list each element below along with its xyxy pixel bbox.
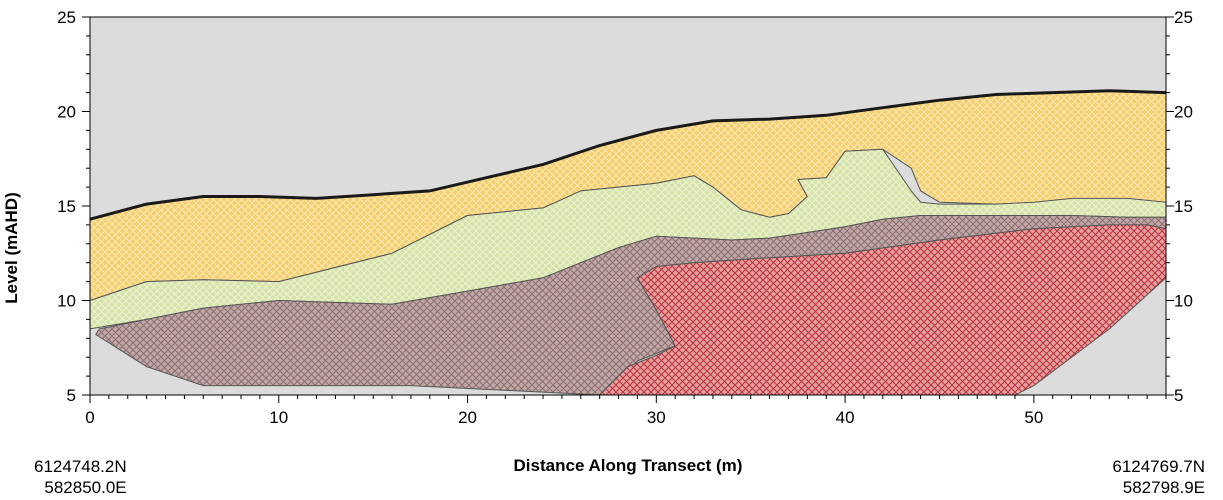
x-tick-label: 40 [836,408,855,427]
start-easting: 582850.0E [44,478,127,497]
x-tick-label: 30 [647,408,666,427]
layer-fill-red [599,224,1167,396]
start-northing: 6124748.2N [34,457,127,476]
layer-fill-brown [95,215,1167,396]
x-tick-label: 50 [1024,408,1043,427]
y-tick-label-right: 20 [1174,103,1193,122]
cross-section-chart: 0 10 20 30 40 50 5 10 15 20 25 5 10 15 20 25 [57,8,1193,427]
axis-ticks: 0 10 20 30 40 50 5 10 15 20 25 5 10 15 20 25 [57,8,1193,427]
end-coordinates: 6124769.7N 582798.9E [1112,456,1205,498]
y-tick-label-left: 25 [57,8,76,27]
geology-layers [89,90,1167,396]
y-tick-label-right: 25 [1174,8,1193,27]
y-tick-label-left: 5 [67,386,76,405]
x-tick-label: 10 [269,408,288,427]
y-tick-label-left: 20 [57,103,76,122]
start-coordinates: 6124748.2N 582850.0E [34,456,127,498]
x-axis-title: Distance Along Transect (m) [513,456,743,475]
y-tick-label-right: 15 [1174,197,1193,216]
x-tick-label: 0 [85,408,94,427]
y-axis-title-text: Level (mAHD) [2,192,21,304]
ground-surface-line [89,89,1167,221]
x-tick-label: 20 [458,408,477,427]
end-easting: 582798.9E [1122,478,1205,497]
end-northing: 6124769.7N [1112,457,1205,476]
y-tick-label-left: 15 [57,197,76,216]
y-tick-label-right: 10 [1174,292,1193,311]
y-tick-label-left: 10 [57,292,76,311]
y-tick-label-right: 5 [1174,386,1183,405]
